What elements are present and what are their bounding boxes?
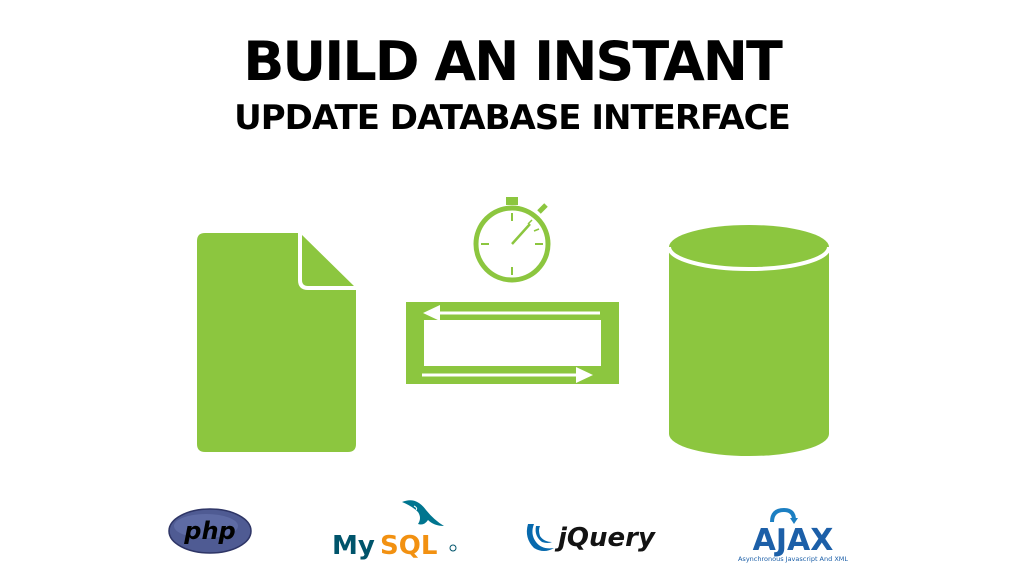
sync-arrows-icon bbox=[406, 302, 619, 384]
mysql-logo-my: My bbox=[332, 531, 375, 560]
page-title: BUILD AN INSTANT bbox=[243, 30, 783, 93]
jquery-logo-text: jQuery bbox=[554, 523, 656, 553]
mysql-logo-sql: SQL bbox=[380, 531, 437, 560]
php-logo-text: php bbox=[183, 517, 235, 545]
database-icon bbox=[667, 225, 831, 456]
page-subtitle: UPDATE DATABASE INTERFACE bbox=[234, 98, 791, 138]
ajax-logo-tagline: Asynchronous Javascript And XML bbox=[738, 555, 848, 563]
jquery-logo: jQuery bbox=[526, 523, 656, 553]
stopwatch-icon bbox=[473, 197, 551, 283]
document-icon bbox=[197, 233, 356, 452]
ajax-logo: AJAX Asynchronous Javascript And XML bbox=[738, 507, 848, 563]
php-logo: php bbox=[168, 508, 252, 554]
mysql-logo: My SQL bbox=[332, 500, 457, 560]
ajax-logo-text: AJAX bbox=[753, 523, 834, 558]
